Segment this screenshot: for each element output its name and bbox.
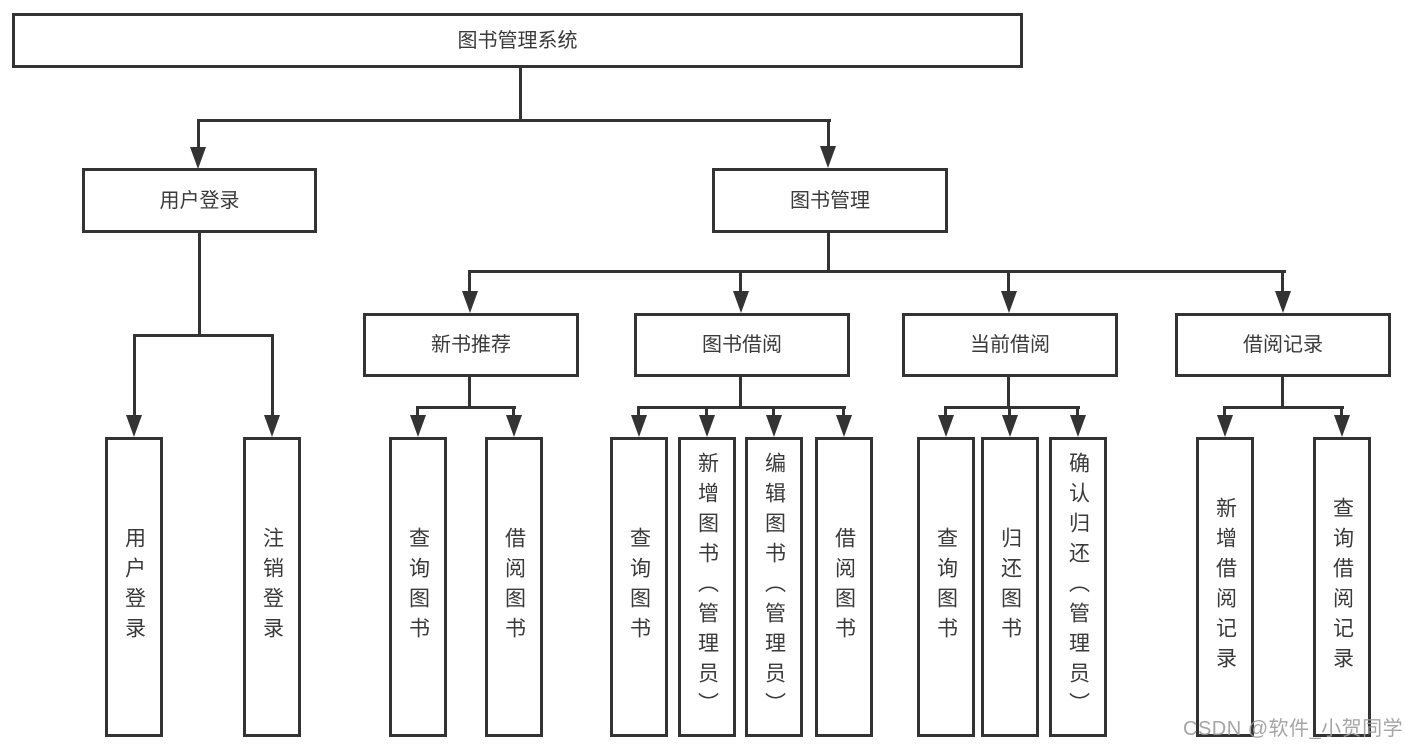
connector-line xyxy=(468,377,471,408)
arrow-down-icon xyxy=(1002,415,1018,437)
leaf-borrow-books-borrowing: 借阅图书 xyxy=(815,437,873,737)
connector-line xyxy=(1076,406,1079,416)
connector-line xyxy=(1007,270,1010,292)
connector-line xyxy=(1281,377,1284,408)
arrow-down-icon xyxy=(264,415,280,437)
connector-line xyxy=(1281,270,1284,292)
arrow-down-icon xyxy=(190,147,206,169)
connector-line xyxy=(1223,406,1226,416)
connector-line xyxy=(705,406,708,416)
node-book-management: 图书管理 xyxy=(712,168,948,233)
connector-line xyxy=(416,406,419,416)
connector-level2-hline xyxy=(469,270,1286,273)
connector-line xyxy=(827,232,830,273)
connector-line xyxy=(198,233,201,336)
leaf-query-books-recommend: 查询图书 xyxy=(389,437,447,737)
node-new-book-recommendation: 新书推荐 xyxy=(363,313,579,377)
connector-line xyxy=(772,406,775,416)
connector-root-stub xyxy=(519,66,522,122)
connector-line xyxy=(637,406,640,416)
connector-line xyxy=(197,119,200,149)
leaf-add-book-admin: 新增图书（管理员） xyxy=(678,437,736,737)
connector-line xyxy=(739,270,742,292)
arrow-down-icon xyxy=(1070,415,1086,437)
arrow-down-icon xyxy=(766,415,782,437)
arrow-down-icon xyxy=(462,291,478,313)
leaf-confirm-return-admin: 确认归还（管理员） xyxy=(1049,437,1107,737)
leaf-query-books-borrowing: 查询图书 xyxy=(610,437,668,737)
arrow-down-icon xyxy=(1001,291,1017,313)
leaf-logout: 注销登录 xyxy=(243,437,301,737)
node-library-management-system: 图书管理系统 xyxy=(12,13,1023,68)
connector-line xyxy=(1340,406,1343,416)
leaf-query-books-current: 查询图书 xyxy=(917,437,975,737)
arrow-down-icon xyxy=(820,146,836,168)
arrow-down-icon xyxy=(631,415,647,437)
connector-line xyxy=(827,119,830,149)
arrow-down-icon xyxy=(126,415,142,437)
connector-line xyxy=(133,334,136,416)
connector-hline xyxy=(133,334,274,337)
leaf-edit-book-admin: 编辑图书（管理员） xyxy=(745,437,803,737)
arrow-down-icon xyxy=(699,415,715,437)
leaf-borrow-books-recommend: 借阅图书 xyxy=(485,437,543,737)
connector-hline xyxy=(1223,406,1344,409)
node-borrowing-records: 借阅记录 xyxy=(1175,313,1391,377)
connector-hline xyxy=(417,406,516,409)
csdn-watermark: CSDN @软件_小贺同学 xyxy=(1183,718,1404,740)
connector-line xyxy=(271,334,274,416)
leaf-return-book: 归还图书 xyxy=(981,437,1039,737)
arrow-down-icon xyxy=(1217,415,1233,437)
arrow-down-icon xyxy=(836,415,852,437)
leaf-user-login: 用户登录 xyxy=(105,437,163,737)
arrow-down-icon xyxy=(410,415,426,437)
connector-line xyxy=(739,377,742,408)
node-book-borrowing: 图书借阅 xyxy=(634,313,850,377)
arrow-down-icon xyxy=(733,291,749,313)
arrow-down-icon xyxy=(938,415,954,437)
arrow-down-icon xyxy=(506,415,522,437)
connector-line xyxy=(944,406,947,416)
connector-line xyxy=(468,270,471,292)
connector-hline xyxy=(638,406,846,409)
leaf-query-borrow-record: 查询借阅记录 xyxy=(1313,437,1371,737)
connector-level1-hline xyxy=(197,119,831,122)
arrow-down-icon xyxy=(1334,415,1350,437)
node-current-borrowing: 当前借阅 xyxy=(902,313,1118,377)
connector-hline xyxy=(944,406,1080,409)
leaf-add-borrow-record: 新增借阅记录 xyxy=(1196,437,1254,737)
connector-line xyxy=(1008,406,1011,416)
node-user-login: 用户登录 xyxy=(82,168,317,233)
arrow-down-icon xyxy=(1275,291,1291,313)
connector-line xyxy=(1007,377,1010,408)
connector-line xyxy=(842,406,845,416)
connector-line xyxy=(512,406,515,416)
